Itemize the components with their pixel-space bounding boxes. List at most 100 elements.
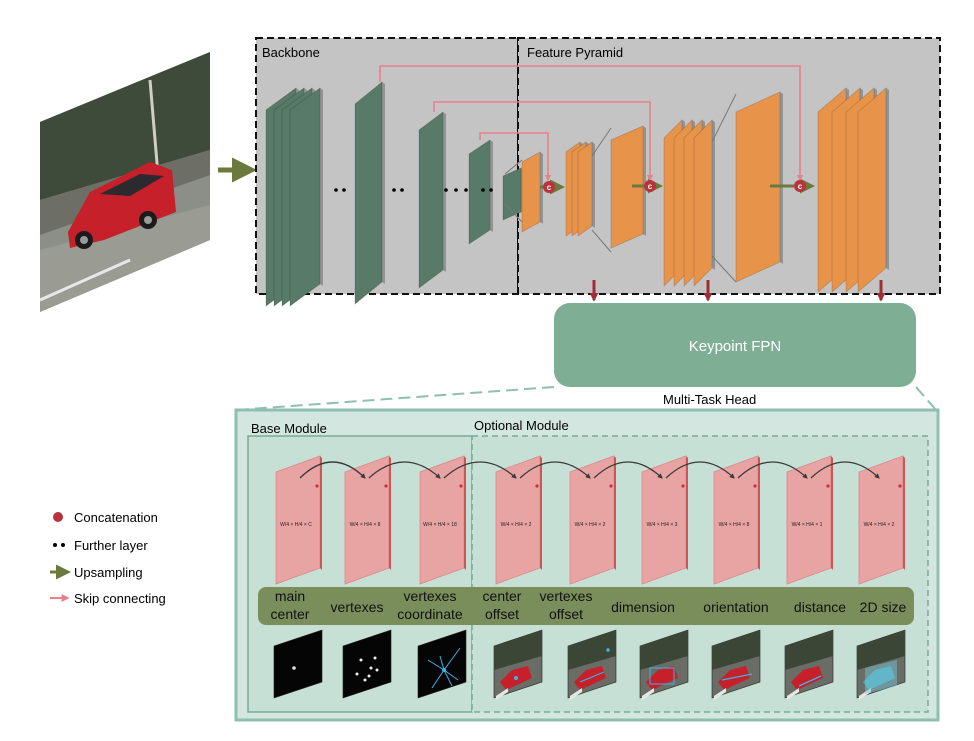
task-9: W/4 × H/4 × 22D size bbox=[856, 455, 907, 700]
keypoint-fpn-label: Keypoint FPN bbox=[689, 338, 782, 355]
optional-module-label: Optional Module bbox=[474, 418, 569, 433]
legend-label: Skip connecting bbox=[74, 591, 166, 606]
output-plane bbox=[495, 455, 541, 585]
task-5: W/4 × H/4 × 2 vertexes offset bbox=[540, 455, 617, 700]
input-image bbox=[39, 52, 210, 312]
skip-connection bbox=[379, 65, 804, 182]
expansion-line bbox=[504, 159, 523, 175]
legend-label: Further layer bbox=[74, 538, 148, 553]
plane-marker bbox=[535, 484, 539, 488]
further-layer-dot bbox=[481, 188, 485, 192]
task-link-arrow bbox=[299, 461, 366, 479]
base-module-label: Base Module bbox=[251, 421, 327, 436]
concat-symbol: c bbox=[648, 182, 653, 191]
plane-marker bbox=[459, 484, 463, 488]
output-plane bbox=[344, 455, 390, 585]
output-map bbox=[493, 629, 543, 700]
concat-symbol: c bbox=[547, 183, 552, 192]
keypoint-fpn-box bbox=[554, 303, 916, 387]
task-label: center bbox=[271, 606, 310, 622]
further-layer-icon bbox=[53, 543, 65, 547]
task-label: orientation bbox=[703, 599, 768, 615]
legend-item-further-layer: Further layer bbox=[53, 538, 148, 553]
red-car bbox=[68, 162, 176, 249]
task-3: W/4 × H/4 × 18 vertexes coordinate bbox=[397, 455, 467, 699]
backbone-label: Backbone bbox=[262, 45, 320, 60]
pyramid-layer bbox=[735, 91, 783, 283]
task-6: W/4 × H/4 × 3 dimension bbox=[611, 455, 689, 700]
expansion-line bbox=[711, 93, 737, 143]
legend-label: Concatenation bbox=[74, 510, 158, 525]
plane-marker bbox=[315, 484, 319, 488]
backbone-layer bbox=[289, 87, 323, 307]
further-layer-dot bbox=[464, 188, 468, 192]
task-link-arrow bbox=[368, 461, 441, 479]
shape-formula: W/4 × H/4 × 3 bbox=[647, 522, 678, 528]
legend-item-concatenation: Concatenation bbox=[53, 510, 158, 525]
expansion-line bbox=[591, 229, 612, 253]
output-plane bbox=[569, 455, 615, 585]
output-map bbox=[567, 629, 617, 700]
further-layer-dot bbox=[489, 188, 493, 192]
task-link-arrow bbox=[443, 461, 517, 479]
pyramid-layer bbox=[857, 87, 889, 293]
concat-icon bbox=[53, 512, 63, 522]
output-plane bbox=[419, 455, 465, 585]
shape-formula: W/4 × H/4 × C bbox=[280, 522, 312, 528]
concat-icon: c bbox=[644, 180, 656, 192]
backbone-layer bbox=[418, 111, 446, 289]
shape-formula: W/4 × H/4 × 18 bbox=[423, 522, 457, 528]
task-link-arrow bbox=[810, 461, 880, 479]
output-map bbox=[711, 629, 761, 700]
output-plane bbox=[786, 455, 832, 585]
further-layer-dot bbox=[400, 188, 404, 192]
task-label: offset bbox=[485, 606, 519, 622]
output-plane bbox=[713, 455, 759, 585]
output-plane bbox=[858, 455, 904, 585]
task-8: W/4 × H/4 × 1 distance bbox=[784, 455, 846, 700]
task-label: offset bbox=[549, 606, 583, 622]
shape-formula: W/4 × H/4 × 2 bbox=[575, 522, 606, 528]
expansion-line bbox=[711, 255, 737, 283]
concat-icon: c bbox=[543, 181, 555, 193]
task-label: 2D size bbox=[860, 599, 907, 615]
task-link-arrow bbox=[593, 461, 663, 479]
feature-pyramid-label: Feature Pyramid bbox=[527, 45, 623, 60]
task-label-bar bbox=[258, 587, 914, 625]
shape-formula: W/4 × H/4 × 2 bbox=[501, 522, 532, 528]
task-label: coordinate bbox=[397, 606, 463, 622]
task-label: distance bbox=[794, 599, 846, 615]
output-map bbox=[273, 629, 323, 699]
plane-marker bbox=[609, 484, 613, 488]
skip-connection bbox=[479, 132, 552, 182]
further-layer-dot bbox=[454, 188, 458, 192]
output-map bbox=[784, 629, 834, 700]
plane-marker bbox=[898, 484, 902, 488]
head-connector bbox=[235, 386, 937, 411]
task-link-arrow bbox=[665, 461, 735, 479]
task-label: vertexes bbox=[540, 588, 593, 604]
task-4: W/4 × H/4 × 2 center offset bbox=[483, 455, 543, 700]
task-label: center bbox=[483, 588, 522, 604]
task-label: vertexes bbox=[404, 588, 457, 604]
legend-item-upsampling: Upsampling bbox=[50, 564, 143, 580]
further-layer-dot bbox=[334, 188, 338, 192]
output-map bbox=[417, 629, 467, 699]
output-map bbox=[856, 629, 906, 700]
further-layer-dot bbox=[392, 188, 396, 192]
expansion-line bbox=[504, 203, 523, 223]
output-map bbox=[342, 629, 392, 699]
plane-marker bbox=[384, 484, 388, 488]
output-plane bbox=[275, 455, 321, 585]
skip-connection bbox=[433, 101, 654, 182]
task-link-arrow bbox=[737, 461, 808, 479]
legend-label: Upsampling bbox=[74, 565, 143, 580]
task-label: dimension bbox=[611, 599, 675, 615]
further-layer-dot bbox=[342, 188, 346, 192]
legend-item-skip-connecting: Skip connecting bbox=[50, 591, 166, 606]
shape-formula: W/4 × H/4 × 1 bbox=[792, 522, 823, 528]
further-layer-dot bbox=[444, 188, 448, 192]
shape-formula: W/4 × H/4 × 8 bbox=[350, 522, 381, 528]
